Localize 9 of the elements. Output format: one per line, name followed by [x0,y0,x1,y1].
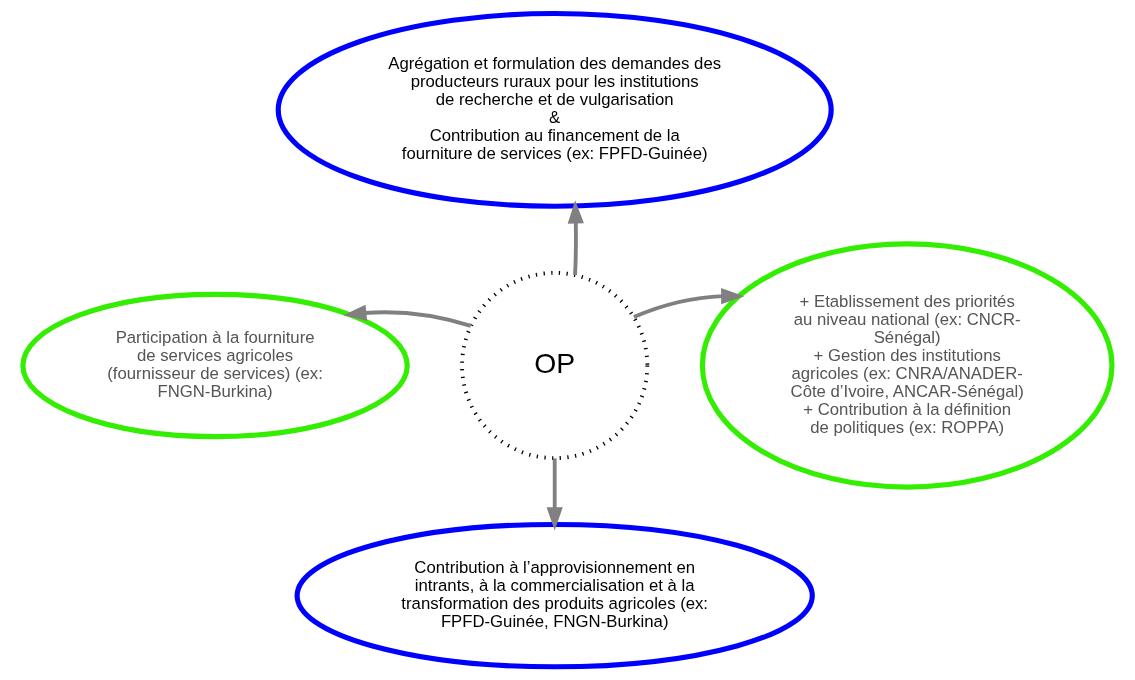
node-ellipse: Contribution à l’approvisionnement en intrants, à la commercialisation et à la transformation des produits agricoles (ex: FPFD-Guinée, FNGN-Burkina) [294,521,815,670]
arrow [633,288,745,319]
node-ellipse: Participation à la fourniture de services agricoles (fournisseur de services) (ex: FNGN-Burkina) [20,291,410,440]
node-ellipse: + Etablissement des priorités au niveau national (ex: CNCR-Sénégal) + Gestion des institutions agricoles (ex: CNRA/ANADER-Côte d’Ivoire, ANCAR-Sénégal) + Contribution à la définition de politiques (ex: ROPPA) [699,241,1115,490]
arrow [546,458,563,531]
arrow [343,304,472,328]
arrow [567,200,584,276]
node-ellipse: Agrégation et formulation des demandes des producteurs ruraux pour les institutions de recherche et de vulgarisation & Contribution au financement de la fourniture de services (ex: FPFD-Guinée) [275,10,834,209]
node-circle: OP [460,270,650,460]
